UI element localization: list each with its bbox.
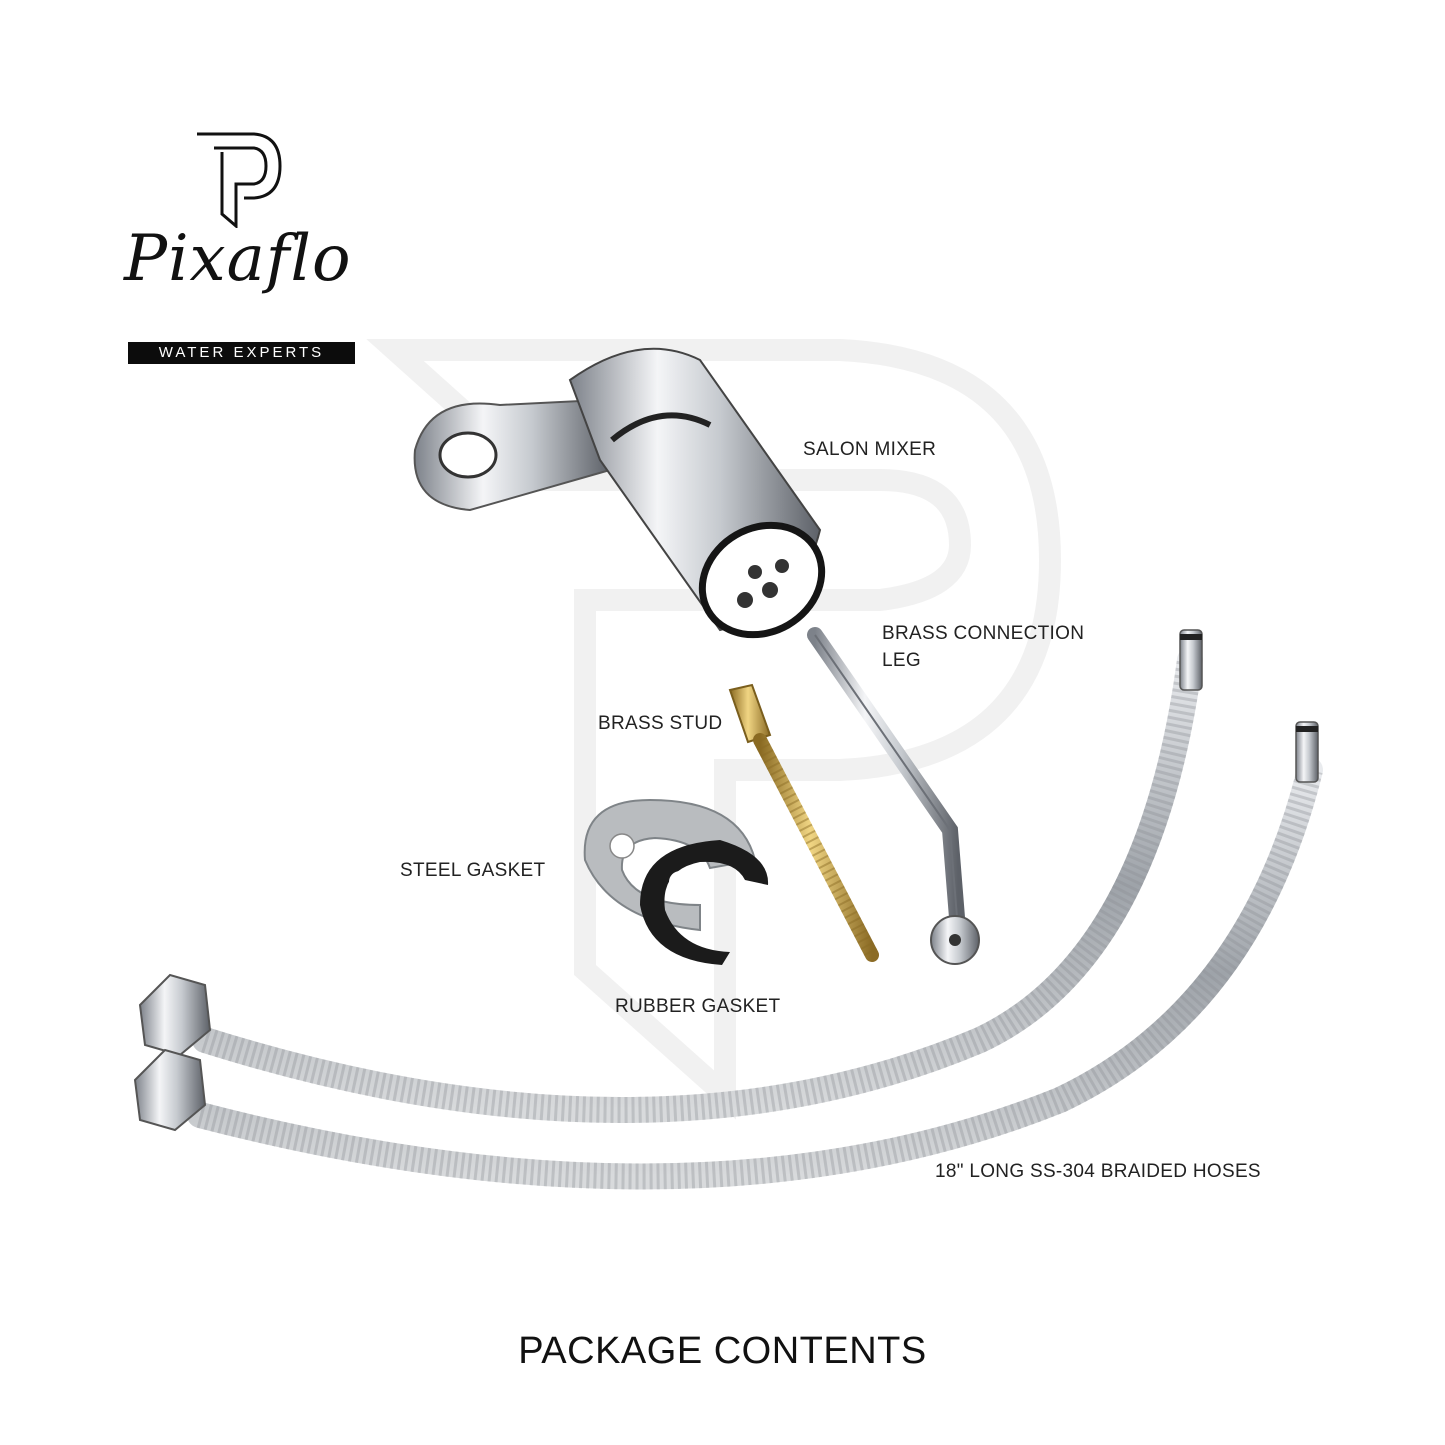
rubber-gasket-image bbox=[640, 840, 769, 965]
brass-stud-image bbox=[728, 683, 879, 962]
brand-name: Pixaflo bbox=[124, 222, 352, 296]
label-braided-hoses: 18" LONG SS-304 BRAIDED HOSES bbox=[935, 1161, 1261, 1182]
steel-gasket-image bbox=[583, 798, 757, 932]
brass-connection-leg-image bbox=[807, 627, 980, 965]
brand-tagline: WATER EXPERTS bbox=[128, 342, 355, 364]
label-brass-stud: BRASS STUD bbox=[598, 713, 723, 734]
braided-hoses-image bbox=[133, 629, 1323, 1190]
page-title: PACKAGE CONTENTS bbox=[518, 1330, 927, 1372]
label-steel-gasket: STEEL GASKET bbox=[400, 860, 546, 881]
p-monogram-icon bbox=[197, 132, 282, 228]
label-brass-connection-leg-line1: BRASS CONNECTION bbox=[882, 623, 1085, 644]
label-brass-connection-leg-line2: LEG bbox=[882, 650, 921, 671]
label-salon-mixer: SALON MIXER bbox=[803, 439, 937, 460]
label-rubber-gasket: RUBBER GASKET bbox=[615, 996, 781, 1017]
salon-mixer-image bbox=[413, 347, 826, 639]
